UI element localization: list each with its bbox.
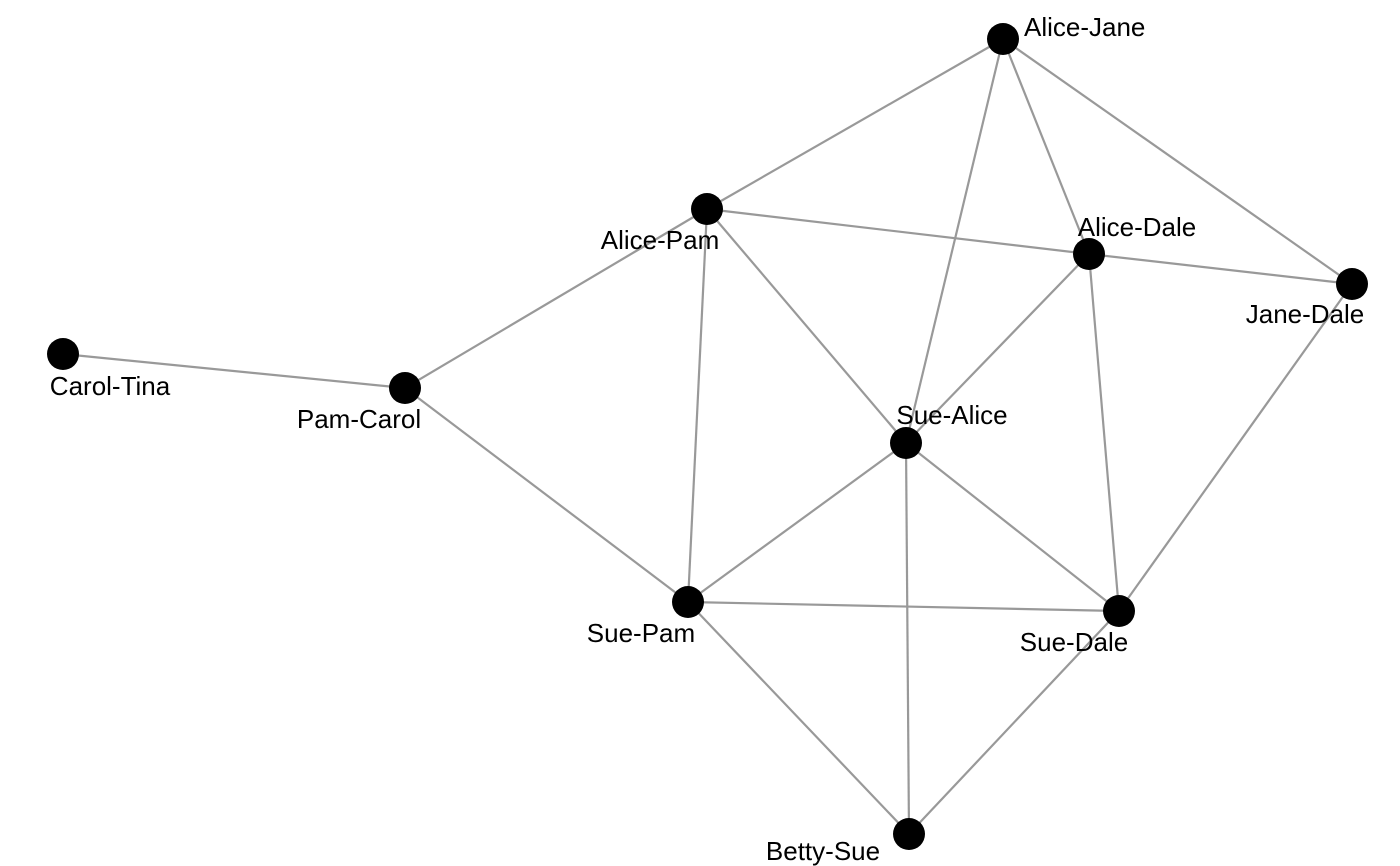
edge-alice-pam-to-sue-pam [686, 208, 709, 603]
node-carol-tina[interactable] [47, 338, 79, 370]
node-alice-jane[interactable] [987, 23, 1019, 55]
nodes-layer [47, 23, 1368, 850]
node-label-alice-pam: Alice-Pam [601, 225, 719, 255]
edge-jane-dale-to-sue-dale [1118, 283, 1353, 612]
edge-sue-alice-to-sue-pam [687, 442, 907, 603]
edge-sue-alice-to-betty-sue [904, 442, 911, 835]
node-label-pam-carol: Pam-Carol [297, 404, 421, 434]
node-label-betty-sue: Betty-Sue [766, 836, 880, 866]
node-label-sue-dale: Sue-Dale [1020, 627, 1128, 657]
edges-layer [62, 38, 1353, 835]
node-label-alice-jane: Alice-Jane [1024, 12, 1145, 42]
edge-sue-alice-to-sue-dale [905, 442, 1120, 612]
node-label-jane-dale: Jane-Dale [1246, 299, 1365, 329]
node-sue-alice[interactable] [890, 427, 922, 459]
node-alice-pam[interactable] [691, 193, 723, 225]
node-betty-sue[interactable] [893, 818, 925, 850]
node-label-alice-dale: Alice-Dale [1078, 212, 1197, 242]
node-label-carol-tina: Carol-Tina [50, 371, 171, 401]
edge-alice-pam-to-sue-alice [706, 208, 907, 444]
edge-alice-pam-to-alice-dale [706, 207, 1090, 256]
edge-sue-dale-to-betty-sue [908, 610, 1120, 835]
node-label-sue-pam: Sue-Pam [587, 618, 695, 648]
edge-alice-jane-to-sue-alice [904, 38, 1005, 444]
edge-alice-pam-to-pam-carol [404, 208, 708, 389]
node-sue-dale[interactable] [1103, 595, 1135, 627]
node-jane-dale[interactable] [1336, 268, 1368, 300]
edge-alice-jane-to-alice-dale [1001, 38, 1091, 255]
edge-alice-dale-to-sue-dale [1087, 253, 1121, 612]
edge-alice-dale-to-sue-alice [905, 253, 1090, 444]
edge-carol-tina-to-pam-carol [62, 352, 406, 390]
edge-alice-jane-to-jane-dale [1002, 38, 1353, 285]
node-pam-carol[interactable] [389, 372, 421, 404]
edge-pam-carol-to-sue-pam [404, 387, 689, 603]
edge-sue-pam-to-betty-sue [687, 601, 910, 835]
edge-alice-dale-to-jane-dale [1088, 252, 1353, 286]
edge-sue-pam-to-sue-dale [687, 600, 1120, 613]
node-sue-pam[interactable] [672, 586, 704, 618]
edge-alice-jane-to-alice-pam [706, 38, 1004, 210]
node-alice-dale[interactable] [1073, 238, 1105, 270]
node-label-sue-alice: Sue-Alice [896, 400, 1007, 430]
